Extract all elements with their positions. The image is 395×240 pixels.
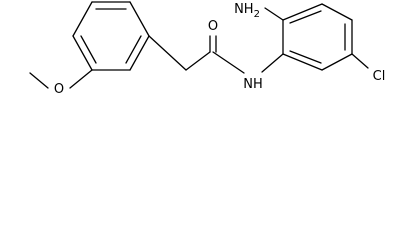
methoxyphenyl-ring <box>72 1 150 71</box>
amine-bond <box>264 7 284 21</box>
ether-oxygen-label: O <box>54 82 64 97</box>
methoxy-group <box>29 69 93 89</box>
amine-label: NH2 <box>234 2 260 20</box>
amide-aryl-bond <box>261 53 284 73</box>
amide-nitrogen-label: NH <box>243 77 263 92</box>
acetamide-linker <box>148 35 245 74</box>
chloro-bond <box>351 53 369 69</box>
amine-label-subscript: 2 <box>254 9 260 20</box>
amine-label-text: NH <box>234 2 254 17</box>
chemical-structure: O O NH NH2 Cl <box>29 1 386 97</box>
chlorine-label: Cl <box>373 69 386 84</box>
aminochlorophenyl-ring <box>282 3 353 71</box>
carbonyl-oxygen-label: O <box>208 19 218 34</box>
